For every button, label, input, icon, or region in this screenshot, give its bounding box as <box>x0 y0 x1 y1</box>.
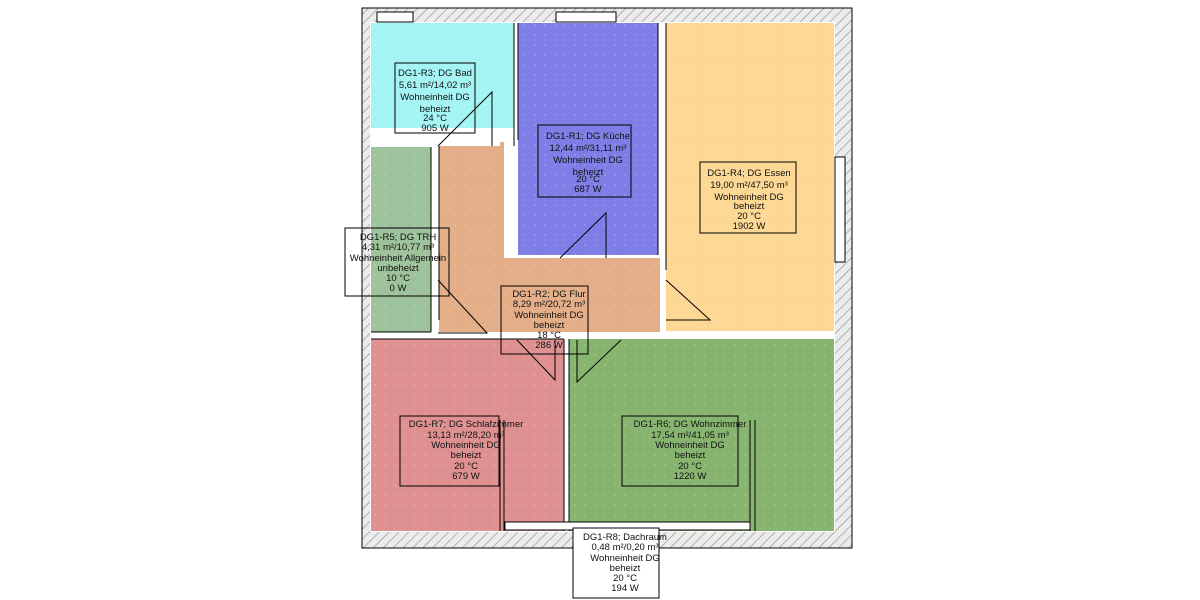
room-label-r2: DG1-R2; DG Flur 8,29 m²/20,72 m³ Wohnein… <box>500 285 589 355</box>
wall-lower-divider <box>563 339 570 531</box>
room-label-r8-line-1: DG1-R8; Dachraum <box>583 532 667 543</box>
room-label-r6-line-6: 1220 W <box>674 471 707 482</box>
label-box-r1 <box>537 124 632 198</box>
room-label-r4-line-2: 19,00 m²/47,50 m³ <box>710 180 788 191</box>
room-label-r8-line-5: 20 °C <box>613 573 637 584</box>
room-label-r3-line-6: 905 W <box>421 123 448 134</box>
room-label-r4: DG1-R4; DG Essen 19,00 m²/47,50 m³ Wohne… <box>699 161 797 234</box>
room-label-r5-line-3: Wohneinheit Allgemein <box>350 253 446 264</box>
label-box-r7 <box>399 415 500 487</box>
door-bath <box>437 90 493 147</box>
label-box-r4 <box>699 161 797 234</box>
room-label-r3: DG1-R3; DG Bad 5,61 m²/14,02 m³ Wohneinh… <box>394 62 476 134</box>
room-label-r2-line-3: Wohneinheit DG <box>514 310 584 321</box>
room-label-r5-line-2: 4,31 m²/10,77 m³ <box>362 242 434 253</box>
room-r7-texture <box>371 339 564 531</box>
wall-bottom-living <box>749 420 756 531</box>
room-label-r4-line-1: DG1-R4; DG Essen <box>707 168 790 179</box>
room-texture <box>371 23 834 531</box>
room-label-r8-line-2: 0,48 m²/0,20 m³ <box>591 542 658 553</box>
room-label-r3-line-1: DG1-R3; DG Bad <box>398 68 472 79</box>
label-box-r8 <box>572 527 660 599</box>
room-label-r2-line-5: 18 °C <box>537 330 561 341</box>
room-label-r2-line-1: DG1-R2; DG Flur <box>512 289 585 300</box>
room-label-r1-line-4: beheizt <box>573 167 604 178</box>
room-label-r7: DG1-R7; DG Schlafzimmer 13,13 m²/28,20 m… <box>399 415 524 487</box>
room-label-r4-line-4: beheizt <box>734 201 765 212</box>
room-label-r1-line-5: 20 °C <box>576 174 600 185</box>
room-label-r5: DG1-R5; DG TRH 4,31 m²/10,77 m³ Wohneinh… <box>344 227 450 297</box>
room-label-r5-line-6: 0 W <box>390 283 407 294</box>
room-label-r6-line-1: DG1-R6; DG Wohnzimmer <box>634 419 747 430</box>
room-label-r3-line-3: Wohneinheit DG <box>400 92 470 103</box>
room-labels: DG1-R3; DG Bad 5,61 m²/14,02 m³ Wohneinh… <box>344 62 797 599</box>
room-label-r2-line-2: 8,29 m²/20,72 m³ <box>513 299 585 310</box>
room-label-r1-line-2: 12,44 m²/31,11 m³ <box>550 143 627 154</box>
room-r1-texture <box>518 23 658 255</box>
room-label-r2-line-4: beheizt <box>534 320 565 331</box>
room-label-r5-line-1: DG1-R5; DG TRH <box>360 232 437 243</box>
wall-bottom-bedroom <box>499 420 505 531</box>
door-trh <box>437 279 489 334</box>
room-label-r4-line-3: Wohneinheit DG <box>714 192 784 203</box>
room-label-r5-line-4: unbeheizt <box>377 263 419 274</box>
room-label-r3-line-2: 5,61 m²/14,02 m³ <box>399 80 471 91</box>
label-box-r2 <box>500 285 589 355</box>
room-label-r6-line-2: 17,54 m²/41,05 m³ <box>651 430 729 441</box>
room-label-r2-line-6: 286 W <box>535 340 562 351</box>
room-label-r4-line-6: 1902 W <box>733 221 766 232</box>
windows <box>376 11 846 531</box>
room-r4-texture <box>666 23 834 331</box>
wall-bath-kitchen <box>513 23 519 146</box>
room-label-r7-line-2: 13,13 m²/28,20 m³ <box>427 430 505 441</box>
room-label-r1-line-1: DG1-R1; DG Küche <box>546 131 630 142</box>
window-dining <box>834 156 846 263</box>
room-label-r8-line-4: beheizt <box>610 563 641 574</box>
label-box-r6 <box>621 415 739 487</box>
room-label-r3-line-4: beheizt <box>420 104 451 115</box>
room-label-r8-line-3: Wohneinheit DG <box>590 553 660 564</box>
wall-hall-rooms <box>371 331 564 340</box>
room-label-r6: DG1-R6; DG Wohnzimmer 17,54 m²/41,05 m³ … <box>621 415 747 487</box>
window-kitchen <box>555 11 617 23</box>
label-box-r3 <box>394 62 476 134</box>
wall-left-hall <box>430 146 440 332</box>
wall-kitchen-dining <box>657 23 667 270</box>
room-label-r7-line-4: beheizt <box>451 450 482 461</box>
room-r5-texture <box>371 147 431 332</box>
room-label-r1-line-3: Wohneinheit DG <box>553 155 623 166</box>
room-r2-texture <box>439 142 660 332</box>
room-label-r7-line-6: 679 W <box>452 471 479 482</box>
room-label-r6-line-5: 20 °C <box>678 461 702 472</box>
room-label-r7-line-1: DG1-R7; DG Schlafzimmer <box>409 419 524 430</box>
room-label-r1-line-6: 687 W <box>574 184 601 195</box>
label-box-r5 <box>344 227 450 297</box>
interior-walls <box>371 23 756 531</box>
room-label-r7-line-3: Wohneinheit DG <box>431 440 501 451</box>
room-label-r7-line-5: 20 °C <box>454 461 478 472</box>
window-bath <box>376 11 414 23</box>
door-bedroom <box>516 339 556 382</box>
room-label-r3-line-5: 24 °C <box>423 113 447 124</box>
room-label-r4-line-5: 20 °C <box>737 211 761 222</box>
room-label-r8: DG1-R8; Dachraum 0,48 m²/0,20 m³ Wohnein… <box>572 527 667 599</box>
room-label-r8-line-6: 194 W <box>611 583 638 594</box>
room-label-r1: DG1-R1; DG Küche 12,44 m²/31,11 m³ Wohne… <box>537 124 632 198</box>
door-kitchen <box>559 211 607 259</box>
room-label-r6-line-4: beheizt <box>675 450 706 461</box>
door-dining <box>665 279 712 321</box>
room-label-r5-line-5: 10 °C <box>386 273 410 284</box>
room-r6-texture <box>569 339 834 531</box>
room-label-r6-line-3: Wohneinheit DG <box>655 440 725 451</box>
